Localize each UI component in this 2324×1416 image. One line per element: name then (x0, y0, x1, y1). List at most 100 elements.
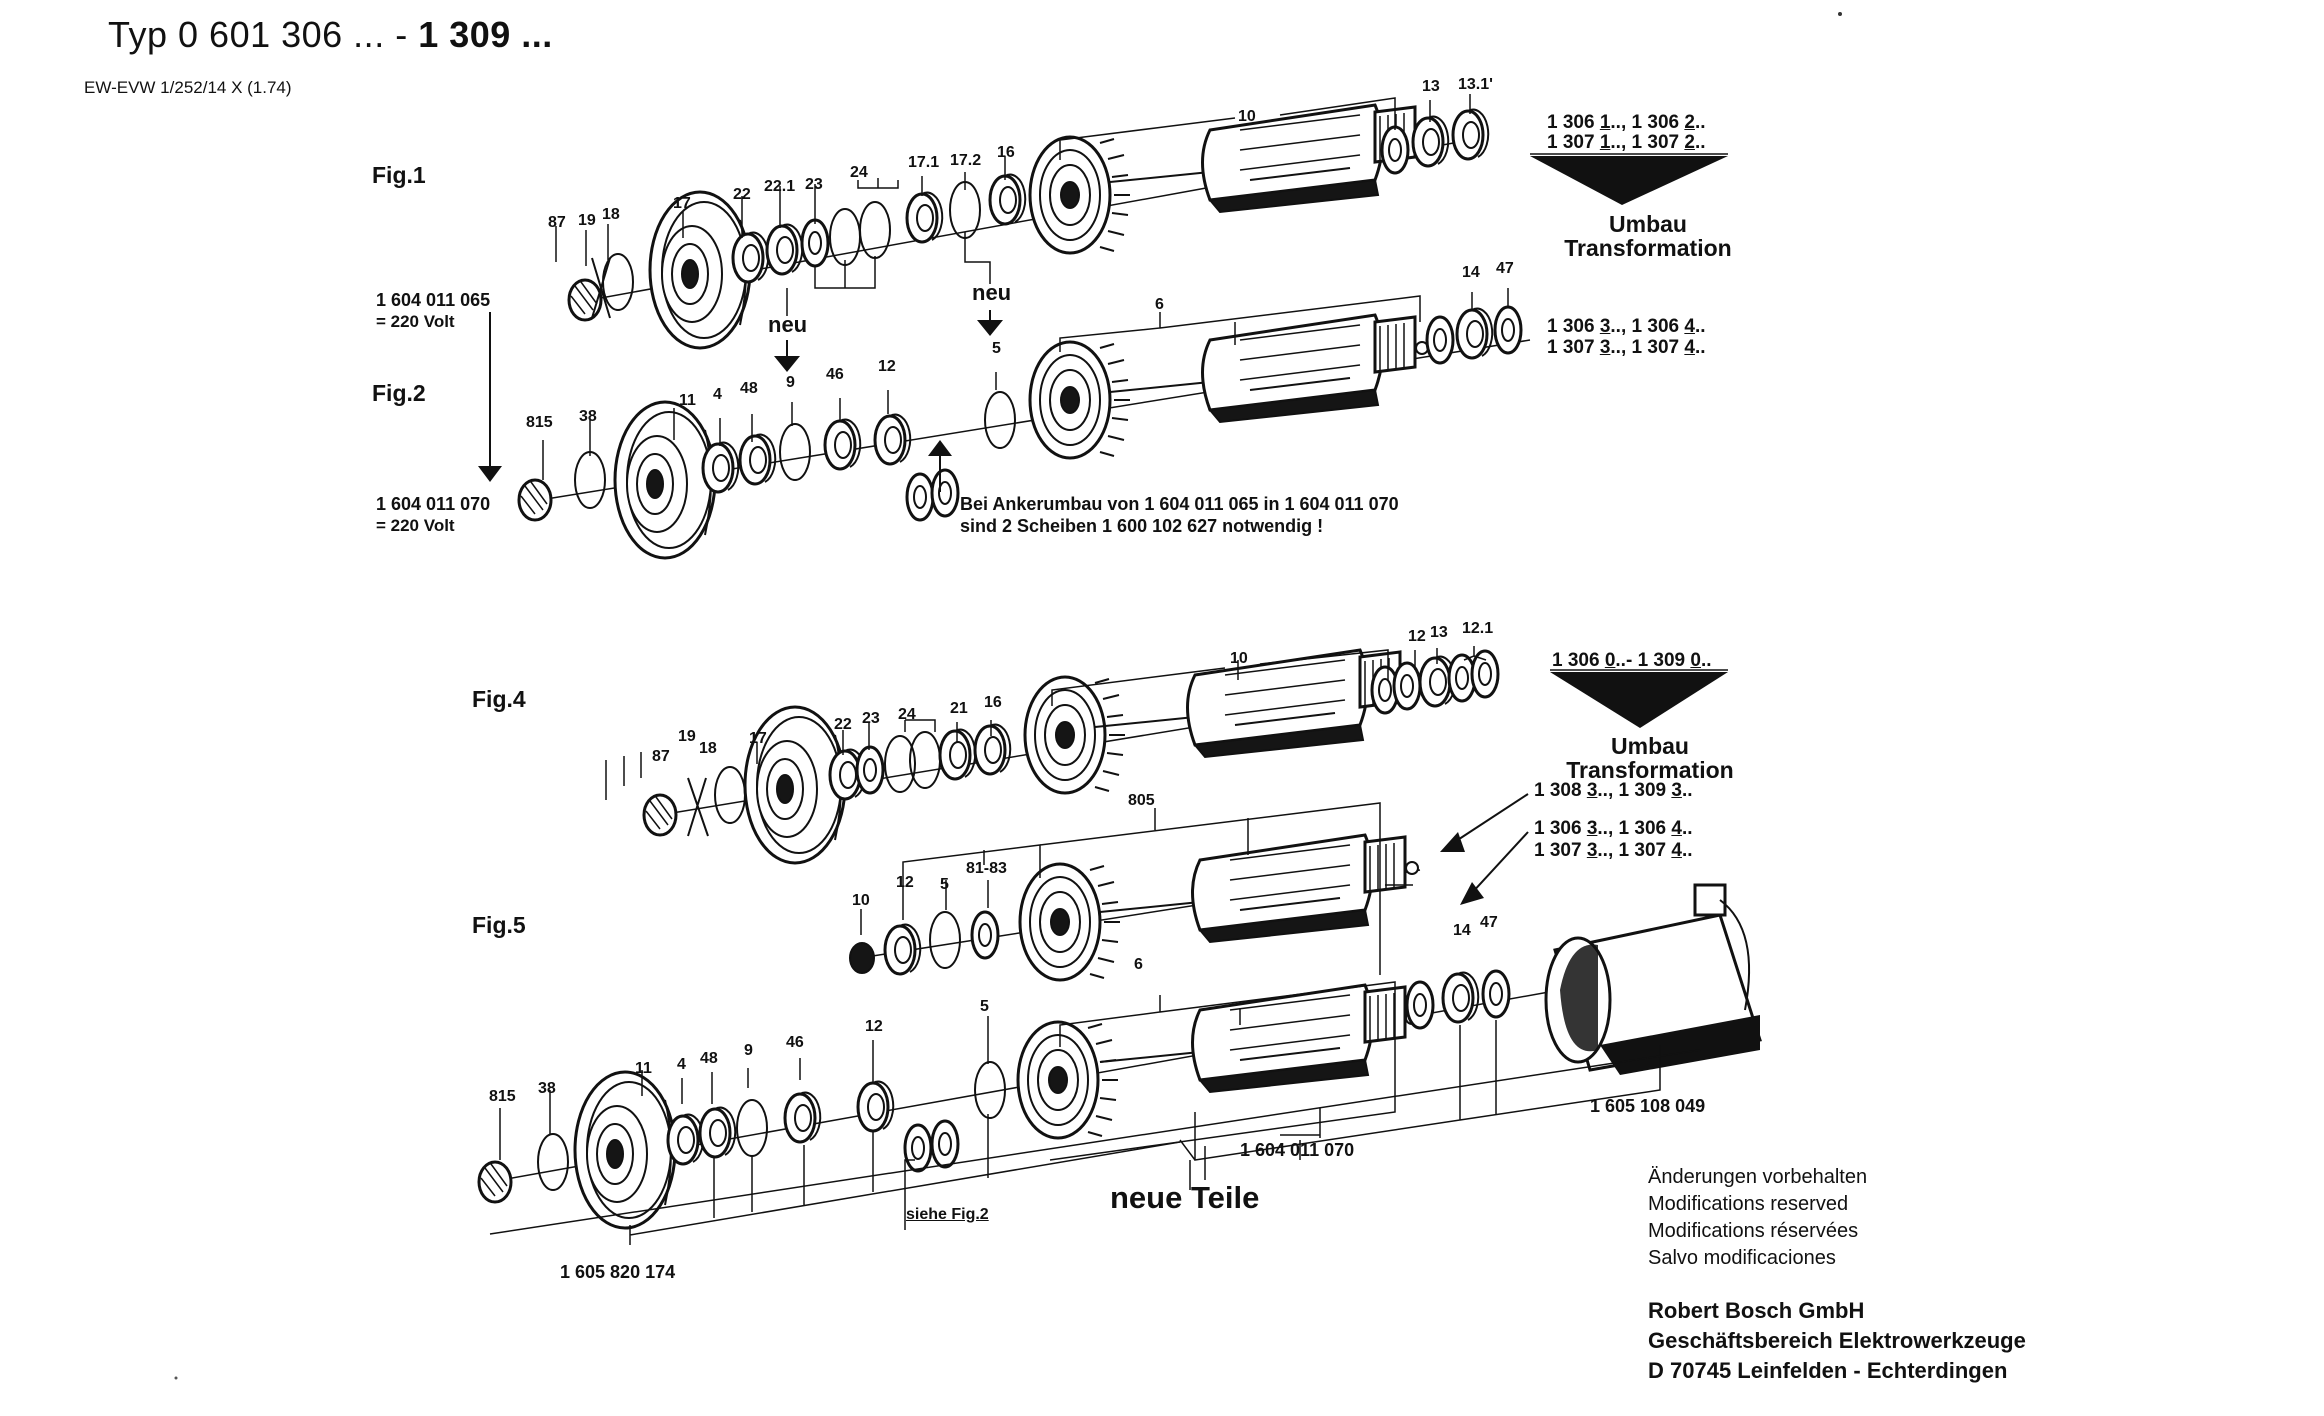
part-label: 13.1' (1458, 76, 1493, 93)
part-label: 815 (489, 1088, 516, 1105)
variant-text: 1 306 (1552, 650, 1605, 671)
variant-text: 1 307 (1547, 337, 1600, 358)
variant-text: .., (1597, 780, 1614, 801)
fig5-armature-part-number: 1 604 011 070 (1240, 1140, 1355, 1160)
variant-digit: 1 (1599, 132, 1611, 153)
part-label: 87 (652, 748, 670, 765)
conversion-note-line2: sind 2 Scheiben 1 600 102 627 notwendig … (960, 516, 1324, 536)
part-label: 12 (865, 1018, 883, 1035)
variant-text: 1 306 (1547, 112, 1600, 133)
variant-text: .., (1597, 840, 1614, 861)
variant-digit: 1 (1599, 112, 1611, 133)
fig5-label: Fig.5 (472, 912, 526, 938)
variant-digit: 3 (1671, 780, 1682, 801)
part-label: 9 (744, 1042, 753, 1059)
fig5-lower-drawing (477, 883, 1762, 1245)
variant-digit: 3 (1599, 337, 1611, 358)
variant-text: .. (1681, 780, 1693, 801)
part-label: 46 (826, 366, 844, 383)
part-label: 21 (950, 700, 968, 717)
variant-digit: 2 (1684, 132, 1695, 153)
part-label: 23 (805, 176, 823, 193)
fig5-upper-drawing (849, 802, 1421, 982)
part-label: 23 (862, 710, 880, 727)
document-reference: EW-EVW 1/252/14 X (1.74) (84, 78, 292, 97)
part-label: 11 (635, 1060, 652, 1077)
part-label: 24 (898, 706, 916, 723)
variant-digit: 0 (1604, 650, 1616, 671)
page-title: Typ 0 601 306 ... - 1 309 ... (108, 14, 553, 56)
fig5-pointer-arrows (1440, 793, 1529, 905)
part-label: 22 (733, 186, 751, 203)
modifications-notice: Änderungen vorbehalten Modifications res… (1648, 1164, 1867, 1272)
fig2-armature-voltage: = 220 Volt (376, 516, 455, 535)
company-division: Geschäftsbereich Elektrowerkzeuge (1648, 1328, 2026, 1353)
variant-digit: 4 (1684, 316, 1695, 337)
variant-text: .. (1681, 818, 1693, 839)
fig4-drawing (605, 646, 1500, 865)
variant-text: 1 307 (1626, 337, 1685, 358)
part-label: 10 (1230, 650, 1248, 667)
transform-top-source-line1: 1 306 1.., 1 306 2.. (1547, 112, 1706, 134)
part-label: 38 (579, 408, 597, 425)
part-label: 48 (740, 380, 758, 397)
part-label: 805 (1128, 792, 1155, 809)
variant-text: 1 306 (1613, 818, 1672, 839)
part-label: 14 (1453, 922, 1471, 939)
part-label: 4 (677, 1056, 686, 1073)
transform-bottom-caption: Umbau Transformation (1550, 734, 1750, 782)
part-label: 10 (1238, 108, 1256, 125)
fig1-drawing (478, 94, 1490, 482)
fig2-label: Fig.2 (372, 380, 426, 406)
variant-text: 1 307 (1613, 840, 1672, 861)
title-type-range-start: Typ 0 601 306 ... - (108, 14, 408, 55)
part-label: 17 (749, 730, 767, 747)
transform-top-source-line2: 1 307 1.., 1 307 2.. (1547, 132, 1706, 154)
part-label: 10 (852, 892, 870, 909)
transform-top-result-line2: 1 307 3.., 1 307 4.. (1547, 337, 1706, 359)
variant-text: .., (1610, 316, 1627, 337)
transform-arrow-top (1530, 156, 1728, 205)
neu-label-left: neu (768, 312, 808, 337)
part-label: 81-83 (966, 860, 1007, 877)
variant-text: 1 308 (1534, 780, 1587, 801)
fig2-armature-part-number: 1 604 011 070 (376, 494, 491, 514)
company-address: Robert Bosch GmbH Geschäftsbereich Elekt… (1648, 1296, 2026, 1386)
variant-text: 1 309 (1613, 780, 1672, 801)
variant-text: .. (1694, 316, 1706, 337)
transform-bottom-result-b-line1: 1 306 3.., 1 306 4.. (1534, 818, 1693, 840)
part-label: 6 (1155, 296, 1164, 313)
part-label: 9 (786, 374, 795, 391)
transformation-label: Transformation (1566, 757, 1734, 783)
part-label: 12 (1408, 628, 1426, 645)
part-label: 38 (538, 1080, 556, 1097)
variant-text: .., (1610, 112, 1627, 133)
variant-digit: 0 (1690, 650, 1701, 671)
new-parts-label: neue Teile (1110, 1180, 1260, 1215)
variant-text: .. (1700, 650, 1712, 671)
part-label: 13 (1430, 624, 1448, 641)
part-label: 18 (699, 740, 717, 757)
part-label: 22 (834, 716, 852, 733)
part-label: 14 (1462, 264, 1480, 281)
title-type-range-end: 1 309 ... (418, 14, 553, 55)
part-label: 18 (602, 206, 620, 223)
variant-text: 1 306 (1534, 818, 1587, 839)
modifications-fr: Modifications réservées (1648, 1220, 1859, 1242)
variant-text: .. (1694, 337, 1706, 358)
company-name: Robert Bosch GmbH (1648, 1298, 1865, 1323)
modifications-en: Modifications reserved (1648, 1193, 1849, 1215)
variant-text: .. (1694, 132, 1706, 153)
variant-digit: 4 (1684, 337, 1695, 358)
fig2-drawing (517, 288, 1531, 560)
part-label: 5 (980, 998, 989, 1015)
part-label: 19 (678, 728, 696, 745)
part-label: 47 (1496, 260, 1514, 277)
variant-digit: 3 (1599, 316, 1611, 337)
variant-text: 1 307 (1534, 840, 1587, 861)
part-label: 19 (578, 212, 596, 229)
variant-digit: 2 (1684, 112, 1695, 133)
part-label: 46 (786, 1034, 804, 1051)
part-label: 17.2 (950, 152, 982, 169)
